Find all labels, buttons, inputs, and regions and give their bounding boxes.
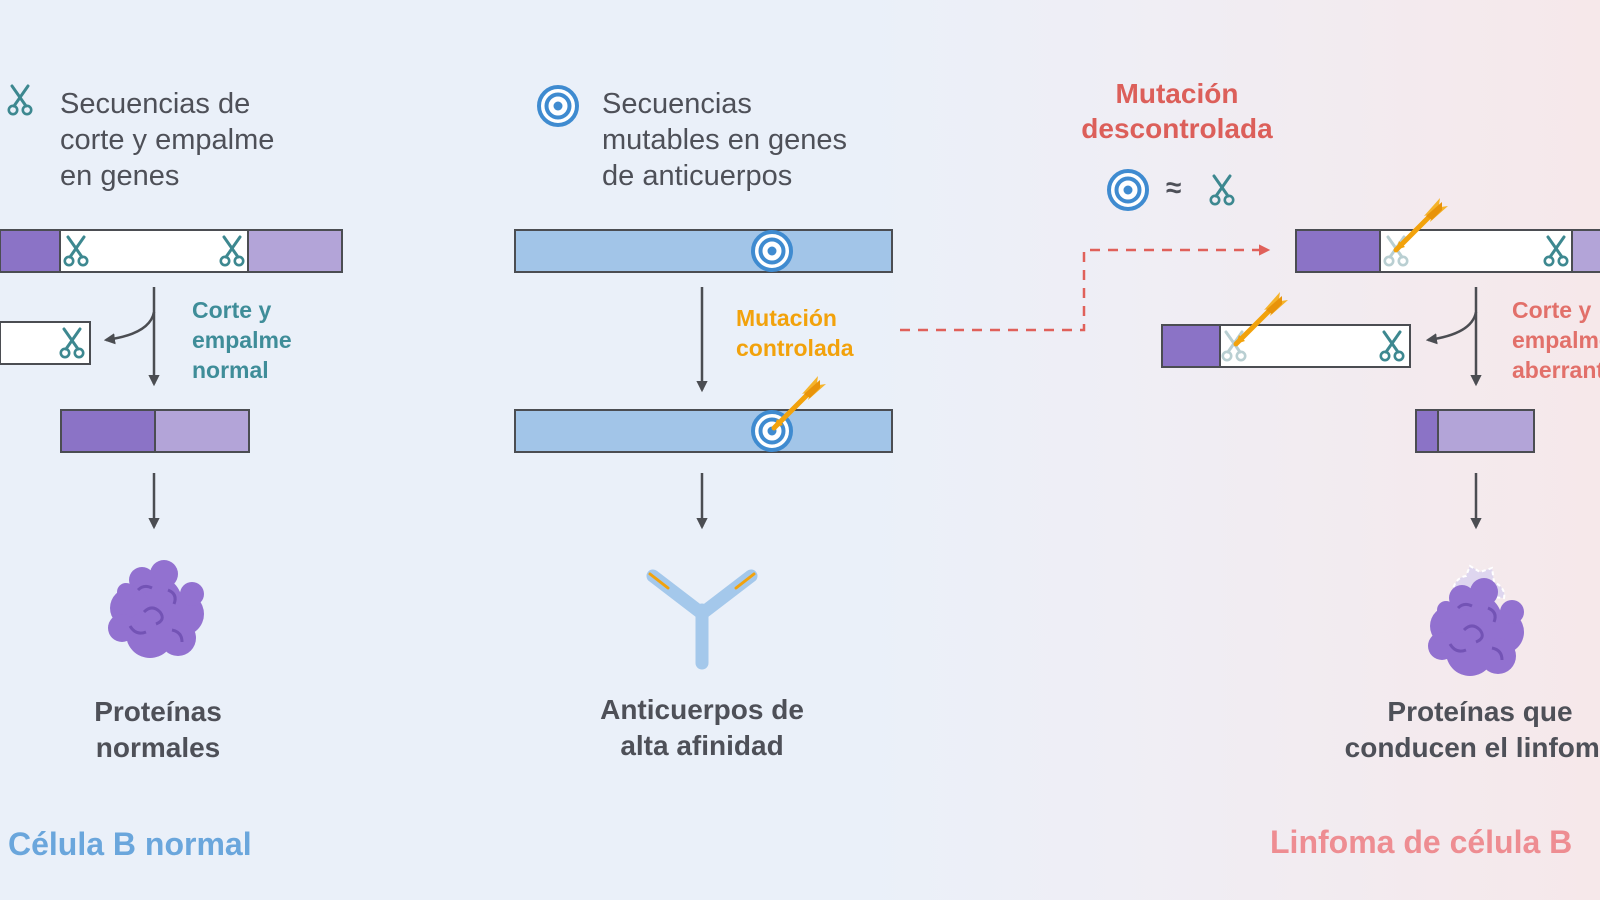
intro-target-icon xyxy=(537,85,579,127)
intro-line: mutables en genes xyxy=(602,124,848,156)
normal-b-cell-footer: Célula B normal xyxy=(8,826,252,862)
excision-arrow xyxy=(103,287,156,345)
antibody-gene-bar xyxy=(514,229,893,273)
intro-line: en genes xyxy=(60,160,180,192)
uncontrolled-mutation-connector xyxy=(900,244,1271,332)
step-line: controlada xyxy=(736,335,854,361)
splice-sequences-intro: Secuencias de corte y empalme en genes xyxy=(60,86,274,194)
high-affinity-antibodies-label: Anticuerpos de alta afinidad xyxy=(572,692,832,764)
lymphoma-proteins-label: Proteínas que conducen el linfoma xyxy=(1330,694,1600,766)
step-line: aberrante xyxy=(1512,357,1600,383)
lymphoma-footer: Linfoma de célula B xyxy=(1270,824,1573,860)
normal-splicing-label: Corte y empalme normal xyxy=(192,295,292,385)
result-line: Proteínas que xyxy=(1387,696,1573,727)
intro-scissors-icon xyxy=(7,84,33,116)
target-icon xyxy=(751,230,793,272)
mutable-sequences-intro: Secuencias mutables en genes de anticuer… xyxy=(602,86,847,194)
intro-line: de anticuerpos xyxy=(602,160,793,192)
result-line: Proteínas xyxy=(94,696,222,727)
mutated-antibody-gene-bar xyxy=(514,409,893,453)
protein-blob-icon xyxy=(106,558,206,660)
heading-line: Mutación xyxy=(1115,78,1239,109)
result-line: Anticuerpos de xyxy=(600,694,804,725)
intro-line: corte y empalme xyxy=(60,124,275,156)
normal-proteins-label: Proteínas normales xyxy=(38,694,278,766)
aberrant-fragment xyxy=(1161,324,1411,368)
equation-target-icon xyxy=(1107,169,1149,211)
step-line: Corte y xyxy=(192,297,272,323)
result-line: alta afinidad xyxy=(620,730,784,761)
step-line: normal xyxy=(192,357,269,383)
intro-line: Secuencias xyxy=(602,88,752,120)
spliced-gene-bar xyxy=(60,409,250,453)
result-line: normales xyxy=(95,732,221,763)
controlled-mutation-label: Mutación controlada xyxy=(736,303,854,363)
step-line: Mutación xyxy=(736,305,837,331)
heading-line: descontrolada xyxy=(1081,113,1273,144)
aberrant-excision-arrow xyxy=(1425,287,1478,345)
step-line: empalme xyxy=(192,327,292,353)
gene-bar-with-splice-sites xyxy=(0,229,343,273)
protein-blob-icon xyxy=(1426,576,1526,678)
approx-equal-symbol: ≈ xyxy=(1166,172,1182,203)
intro-line: Secuencias de xyxy=(60,88,251,120)
step-line: empalme xyxy=(1512,327,1600,353)
aberrant-spliced-gene-bar xyxy=(1415,409,1535,453)
result-line: conducen el linfoma xyxy=(1344,732,1600,763)
step-line: Corte y xyxy=(1512,297,1592,323)
equation-scissors-icon xyxy=(1209,174,1235,206)
uncontrolled-mutation-heading: Mutación descontrolada xyxy=(1052,76,1302,146)
aberrant-splicing-label: Corte y empalme aberrante xyxy=(1512,295,1600,385)
antibody-icon xyxy=(646,569,758,670)
